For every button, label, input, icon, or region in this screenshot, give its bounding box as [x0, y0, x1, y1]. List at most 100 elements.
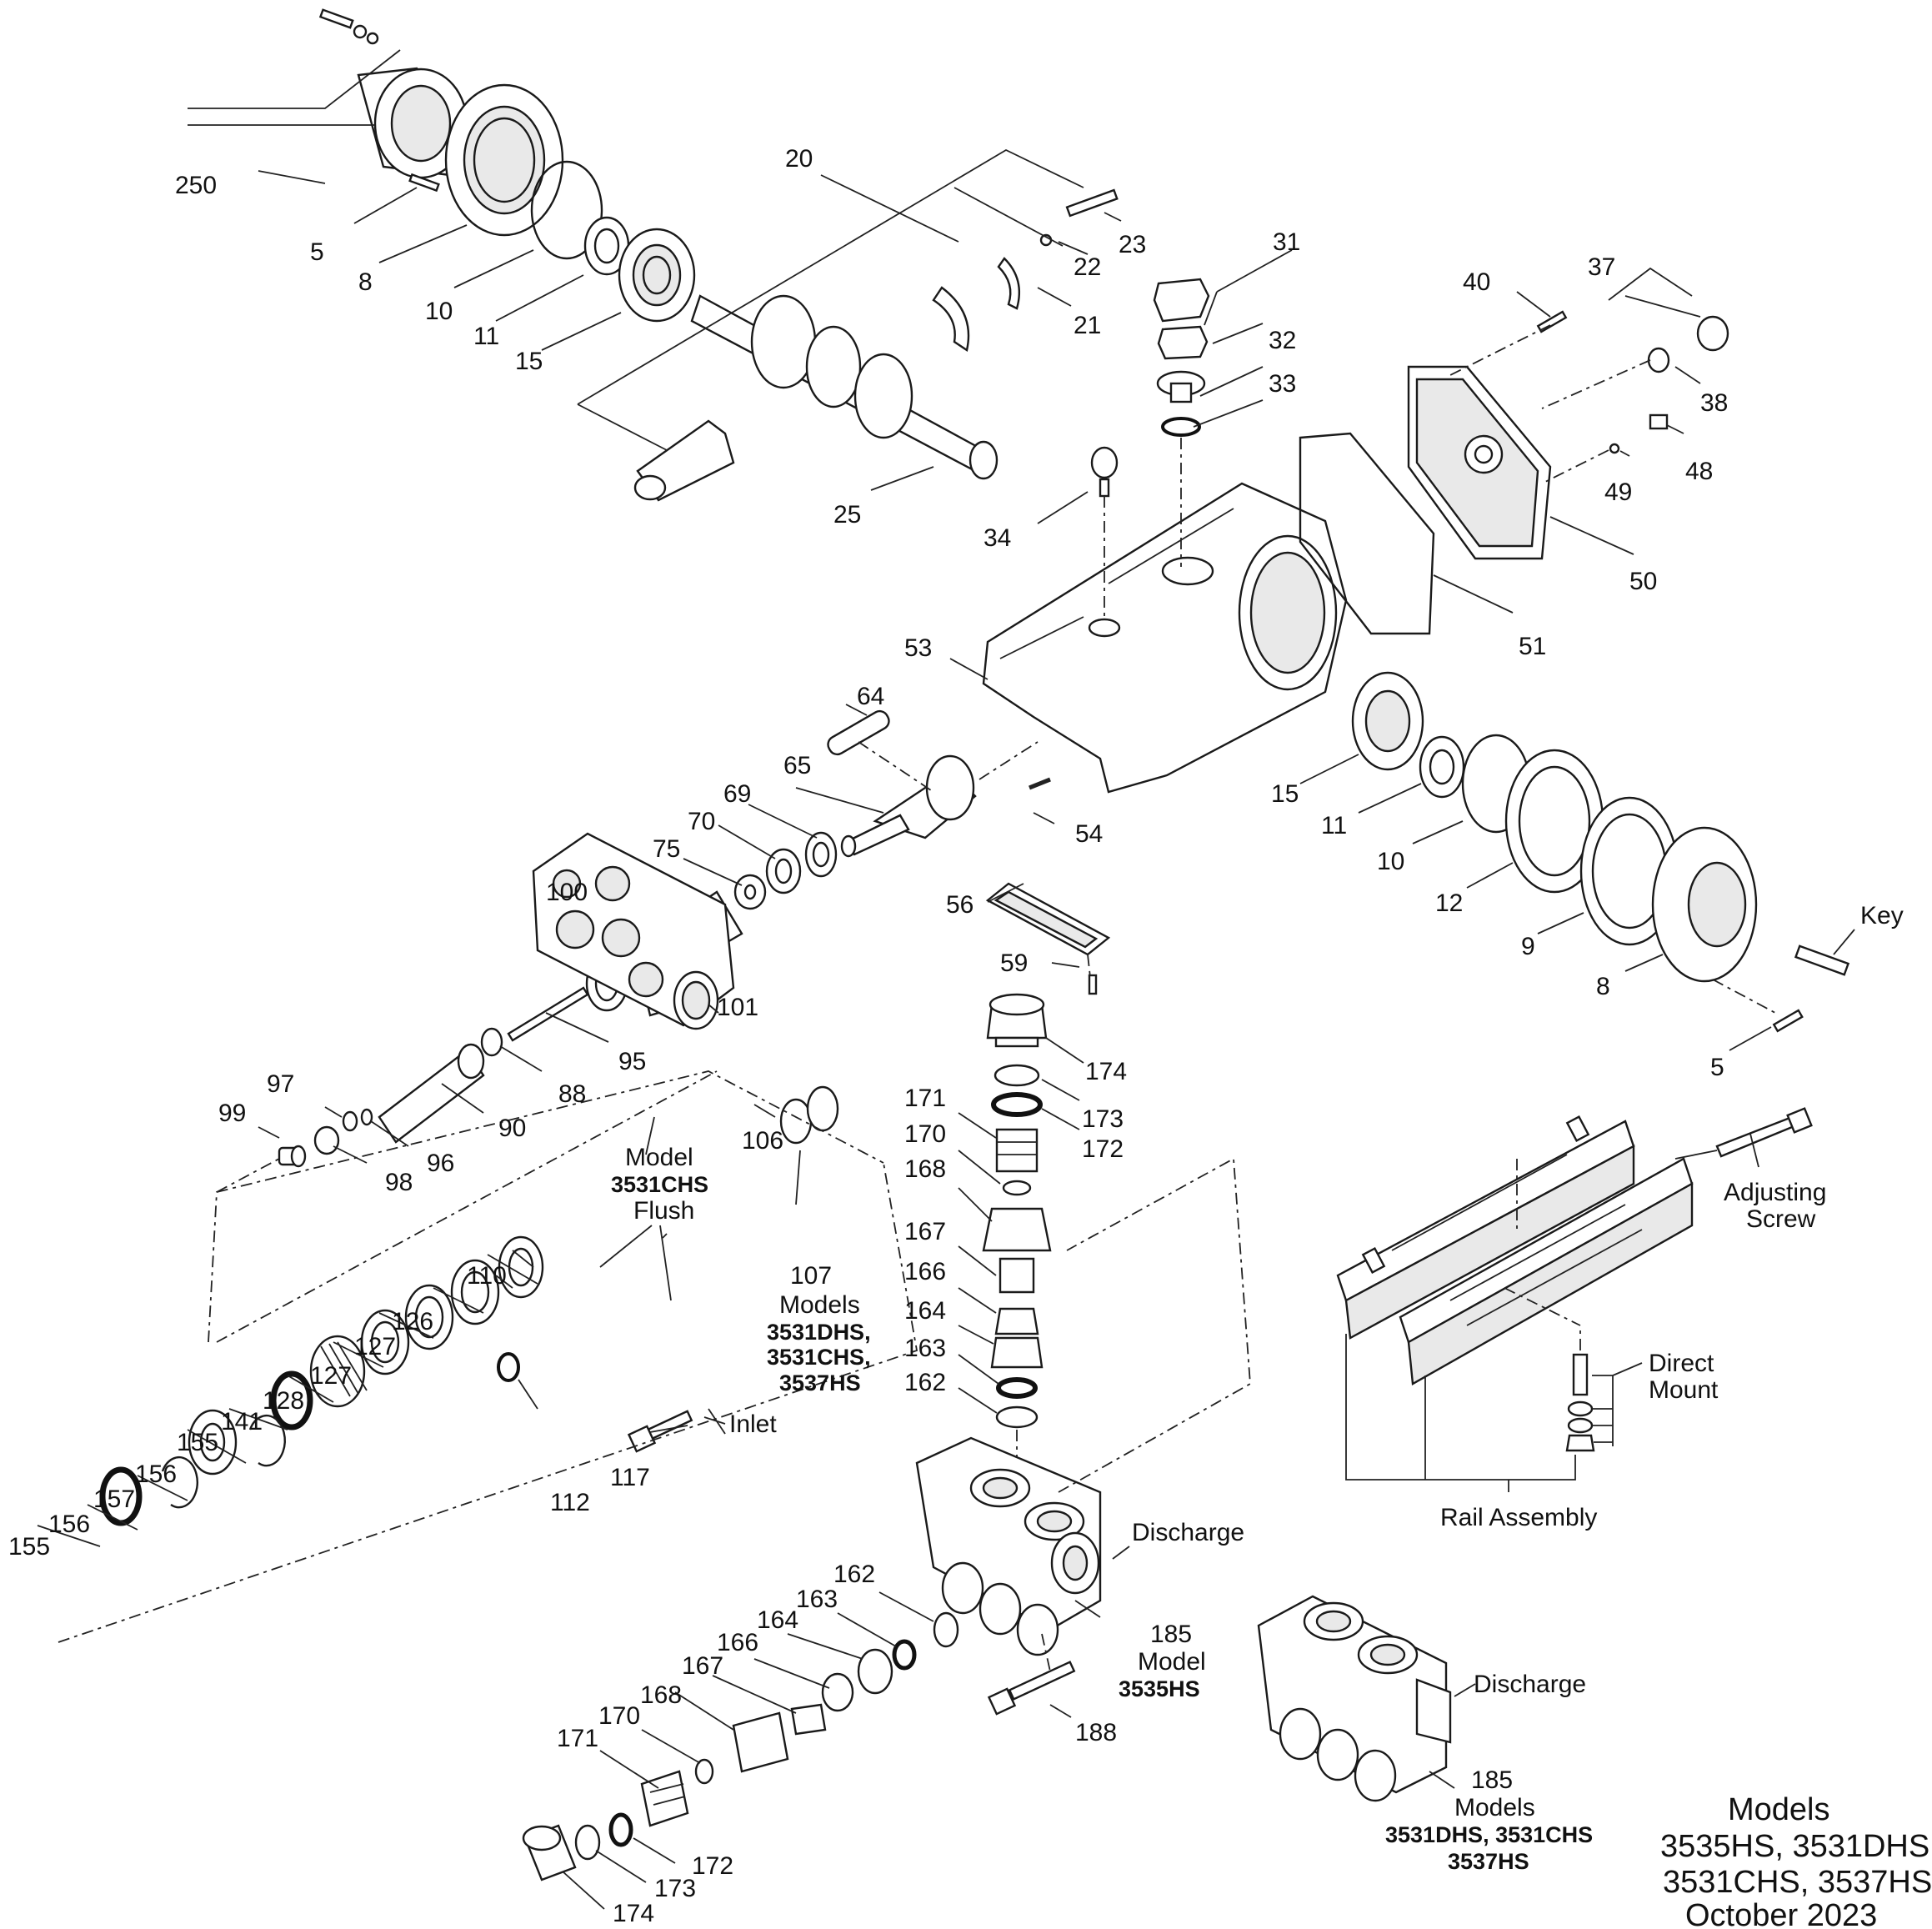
label-88: 88 — [558, 1080, 586, 1108]
label-5: 5 — [310, 238, 324, 266]
gasket-51 — [1299, 432, 1435, 635]
label-110: 110 — [467, 1262, 507, 1290]
label-20: 20 — [785, 145, 813, 173]
label-49: 49 — [1604, 478, 1632, 506]
label-11-right: 11 — [1321, 812, 1347, 839]
inlet-manifold-110 — [532, 832, 735, 1030]
label-127-b: 127 — [310, 1362, 352, 1390]
label-34: 34 — [984, 524, 1011, 552]
inlet-label: Inlet — [729, 1410, 777, 1438]
models-107-line-2: 3531CHS, — [767, 1345, 871, 1370]
label-155-b: 155 — [8, 1533, 50, 1561]
label-164-top: 164 — [904, 1297, 946, 1325]
adjusting-screw-line-2: Screw — [1746, 1205, 1816, 1233]
flange-assembly-250 — [318, 8, 1119, 502]
label-37: 37 — [1588, 253, 1615, 281]
part-labels: 250 5 8 10 11 15 20 21 22 23 25 31 32 33… — [8, 145, 1904, 1927]
discharge-manifold-other — [1257, 1595, 1476, 1802]
label-95: 95 — [618, 1048, 646, 1075]
label-167-top: 167 — [904, 1218, 946, 1245]
label-126: 126 — [392, 1308, 433, 1335]
label-21: 21 — [1074, 312, 1101, 339]
rear-cover-50 — [1407, 365, 1552, 560]
label-70: 70 — [688, 808, 715, 835]
label-174-bottom: 174 — [613, 1900, 654, 1927]
label-54: 54 — [1075, 820, 1103, 848]
discharge-label-b: Discharge — [1474, 1671, 1586, 1698]
label-157: 157 — [93, 1486, 135, 1513]
cover-hardware-37-49 — [1536, 310, 1729, 454]
flush-label: Flush — [633, 1197, 694, 1225]
label-33: 33 — [1269, 370, 1296, 398]
label-100: 100 — [546, 879, 588, 906]
label-250: 250 — [175, 172, 217, 199]
label-163-bottom: 163 — [796, 1586, 838, 1613]
adjusting-screw-line-1: Adjusting — [1724, 1179, 1826, 1206]
label-96: 96 — [427, 1150, 454, 1177]
label-64: 64 — [857, 683, 884, 710]
label-170-top: 170 — [904, 1120, 946, 1148]
label-12: 12 — [1435, 889, 1463, 917]
label-188: 188 — [1075, 1719, 1117, 1746]
label-23: 23 — [1119, 231, 1146, 258]
caption-line-3: 3531CHS, 3537HS — [1663, 1865, 1932, 1900]
label-173-top: 173 — [1082, 1105, 1124, 1133]
label-75: 75 — [653, 835, 680, 863]
label-170-bottom: 170 — [598, 1702, 640, 1730]
label-156-b: 156 — [48, 1511, 90, 1538]
models-107-line-3: 3537HS — [779, 1370, 861, 1395]
flush-model-label: Model — [625, 1144, 693, 1171]
label-59: 59 — [1000, 949, 1028, 977]
direct-mount-line-2: Mount — [1649, 1376, 1719, 1404]
label-168-top: 168 — [904, 1155, 946, 1183]
label-171-top: 171 — [904, 1085, 946, 1112]
label-164-bottom: 164 — [757, 1606, 798, 1634]
discharge-manifold-3535HS — [915, 1157, 1251, 1718]
label-15-right: 15 — [1271, 780, 1299, 808]
label-162-top: 162 — [904, 1369, 946, 1396]
label-107: 107 — [790, 1262, 832, 1290]
leader-lines-manifold — [37, 1004, 918, 1643]
caption-line-1: Models — [1728, 1792, 1830, 1827]
label-174-top: 174 — [1085, 1058, 1127, 1085]
leader-lines-top-left — [188, 49, 1122, 491]
valve-stack-diagonal — [522, 1591, 959, 1910]
label-8-right: 8 — [1596, 973, 1610, 1000]
valve-stack-vertical — [958, 993, 1084, 1476]
label-162-bottom: 162 — [833, 1561, 875, 1588]
oil-fill-cap-31-33 — [1153, 278, 1210, 567]
models-107-label: Models — [779, 1291, 860, 1319]
label-48: 48 — [1685, 458, 1713, 485]
label-40: 40 — [1463, 268, 1490, 296]
label-9: 9 — [1521, 933, 1535, 960]
label-25: 25 — [833, 501, 861, 529]
label-167-bottom: 167 — [682, 1652, 723, 1680]
label-155-a: 155 — [177, 1429, 218, 1456]
label-8: 8 — [358, 268, 373, 296]
label-127-a: 127 — [354, 1333, 396, 1360]
label-156-a: 156 — [135, 1461, 177, 1488]
label-50: 50 — [1629, 568, 1657, 595]
label-106: 106 — [742, 1127, 783, 1155]
label-163-top: 163 — [904, 1335, 946, 1362]
label-172-top: 172 — [1082, 1135, 1124, 1163]
label-185-b: 185 — [1471, 1766, 1513, 1794]
crankcase-53 — [982, 482, 1348, 794]
label-112: 112 — [550, 1489, 590, 1516]
label-key: Key — [1860, 902, 1904, 929]
models-185b-line-2: 3537HS — [1448, 1849, 1529, 1874]
flush-model-number: 3531CHS — [611, 1172, 708, 1197]
model-185a-label: Model — [1138, 1648, 1206, 1676]
label-166-bottom: 166 — [717, 1629, 758, 1656]
direct-mount-line-1: Direct — [1649, 1350, 1714, 1377]
label-32: 32 — [1269, 327, 1296, 354]
discharge-label-a: Discharge — [1132, 1519, 1244, 1546]
label-173-bottom: 173 — [654, 1875, 696, 1902]
label-168-bottom: 168 — [640, 1681, 682, 1709]
label-171-bottom: 171 — [557, 1725, 598, 1752]
models-185b-label: Models — [1454, 1794, 1535, 1821]
label-97: 97 — [267, 1070, 294, 1098]
label-22: 22 — [1074, 253, 1101, 281]
label-5-right: 5 — [1710, 1054, 1724, 1081]
